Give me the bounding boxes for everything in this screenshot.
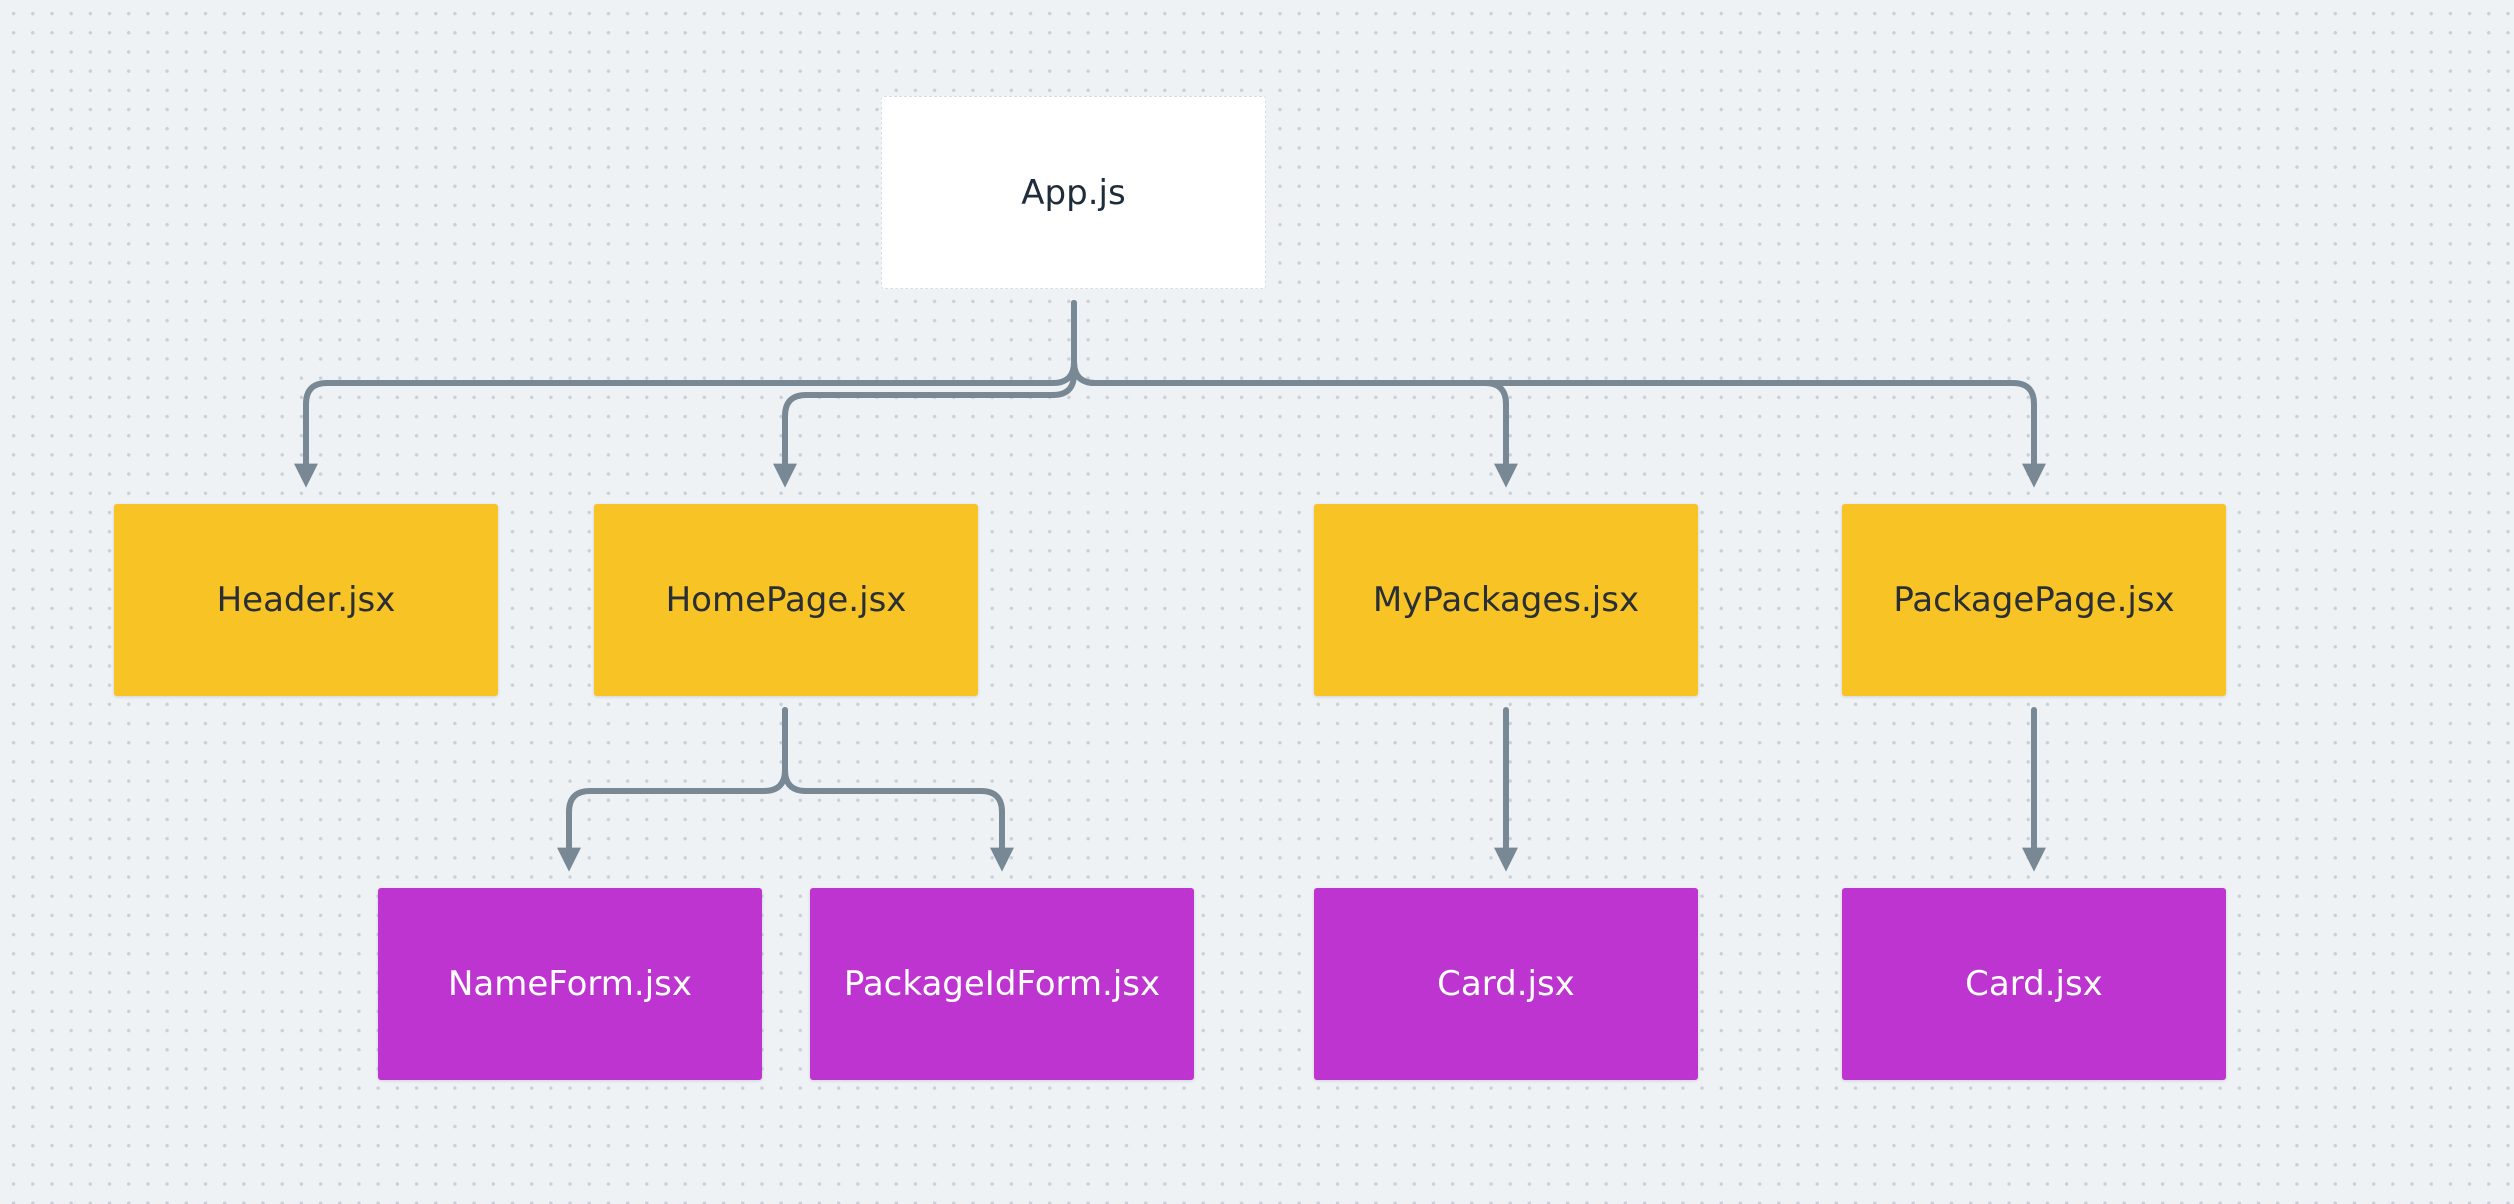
- node-app-label: App.js: [1021, 172, 1126, 213]
- node-header[interactable]: Header.jsx: [114, 504, 498, 696]
- connector-app-to-packagepage: [1071, 300, 2046, 488]
- connector-homepage-to-packageidform: [782, 707, 1014, 872]
- connector-app-to-header: [294, 300, 1077, 488]
- node-card-mypackages-label: Card.jsx: [1437, 964, 1575, 1004]
- node-header-label: Header.jsx: [216, 580, 396, 620]
- node-packagepage-label: PackagePage.jsx: [1893, 580, 2175, 620]
- node-card-mypackages[interactable]: Card.jsx: [1314, 888, 1698, 1080]
- node-card-packagepage-label: Card.jsx: [1965, 964, 2103, 1004]
- connector-homepage-to-nameform: [557, 707, 788, 872]
- node-app[interactable]: App.js: [881, 96, 1266, 289]
- node-mypackages-label: MyPackages.jsx: [1372, 580, 1640, 620]
- node-nameform[interactable]: NameForm.jsx: [378, 888, 762, 1080]
- node-card-packagepage[interactable]: Card.jsx: [1842, 888, 2226, 1080]
- connector-app-to-homepage: [773, 300, 1077, 488]
- node-mypackages[interactable]: MyPackages.jsx: [1314, 504, 1698, 696]
- node-packageidform-label: PackageIdForm.jsx: [843, 964, 1161, 1004]
- node-homepage[interactable]: HomePage.jsx: [594, 504, 978, 696]
- node-packagepage[interactable]: PackagePage.jsx: [1842, 504, 2226, 696]
- connector-app-to-mypackages: [1071, 300, 1518, 488]
- node-nameform-label: NameForm.jsx: [447, 964, 693, 1004]
- node-homepage-label: HomePage.jsx: [665, 580, 907, 620]
- node-packageidform[interactable]: PackageIdForm.jsx: [810, 888, 1194, 1080]
